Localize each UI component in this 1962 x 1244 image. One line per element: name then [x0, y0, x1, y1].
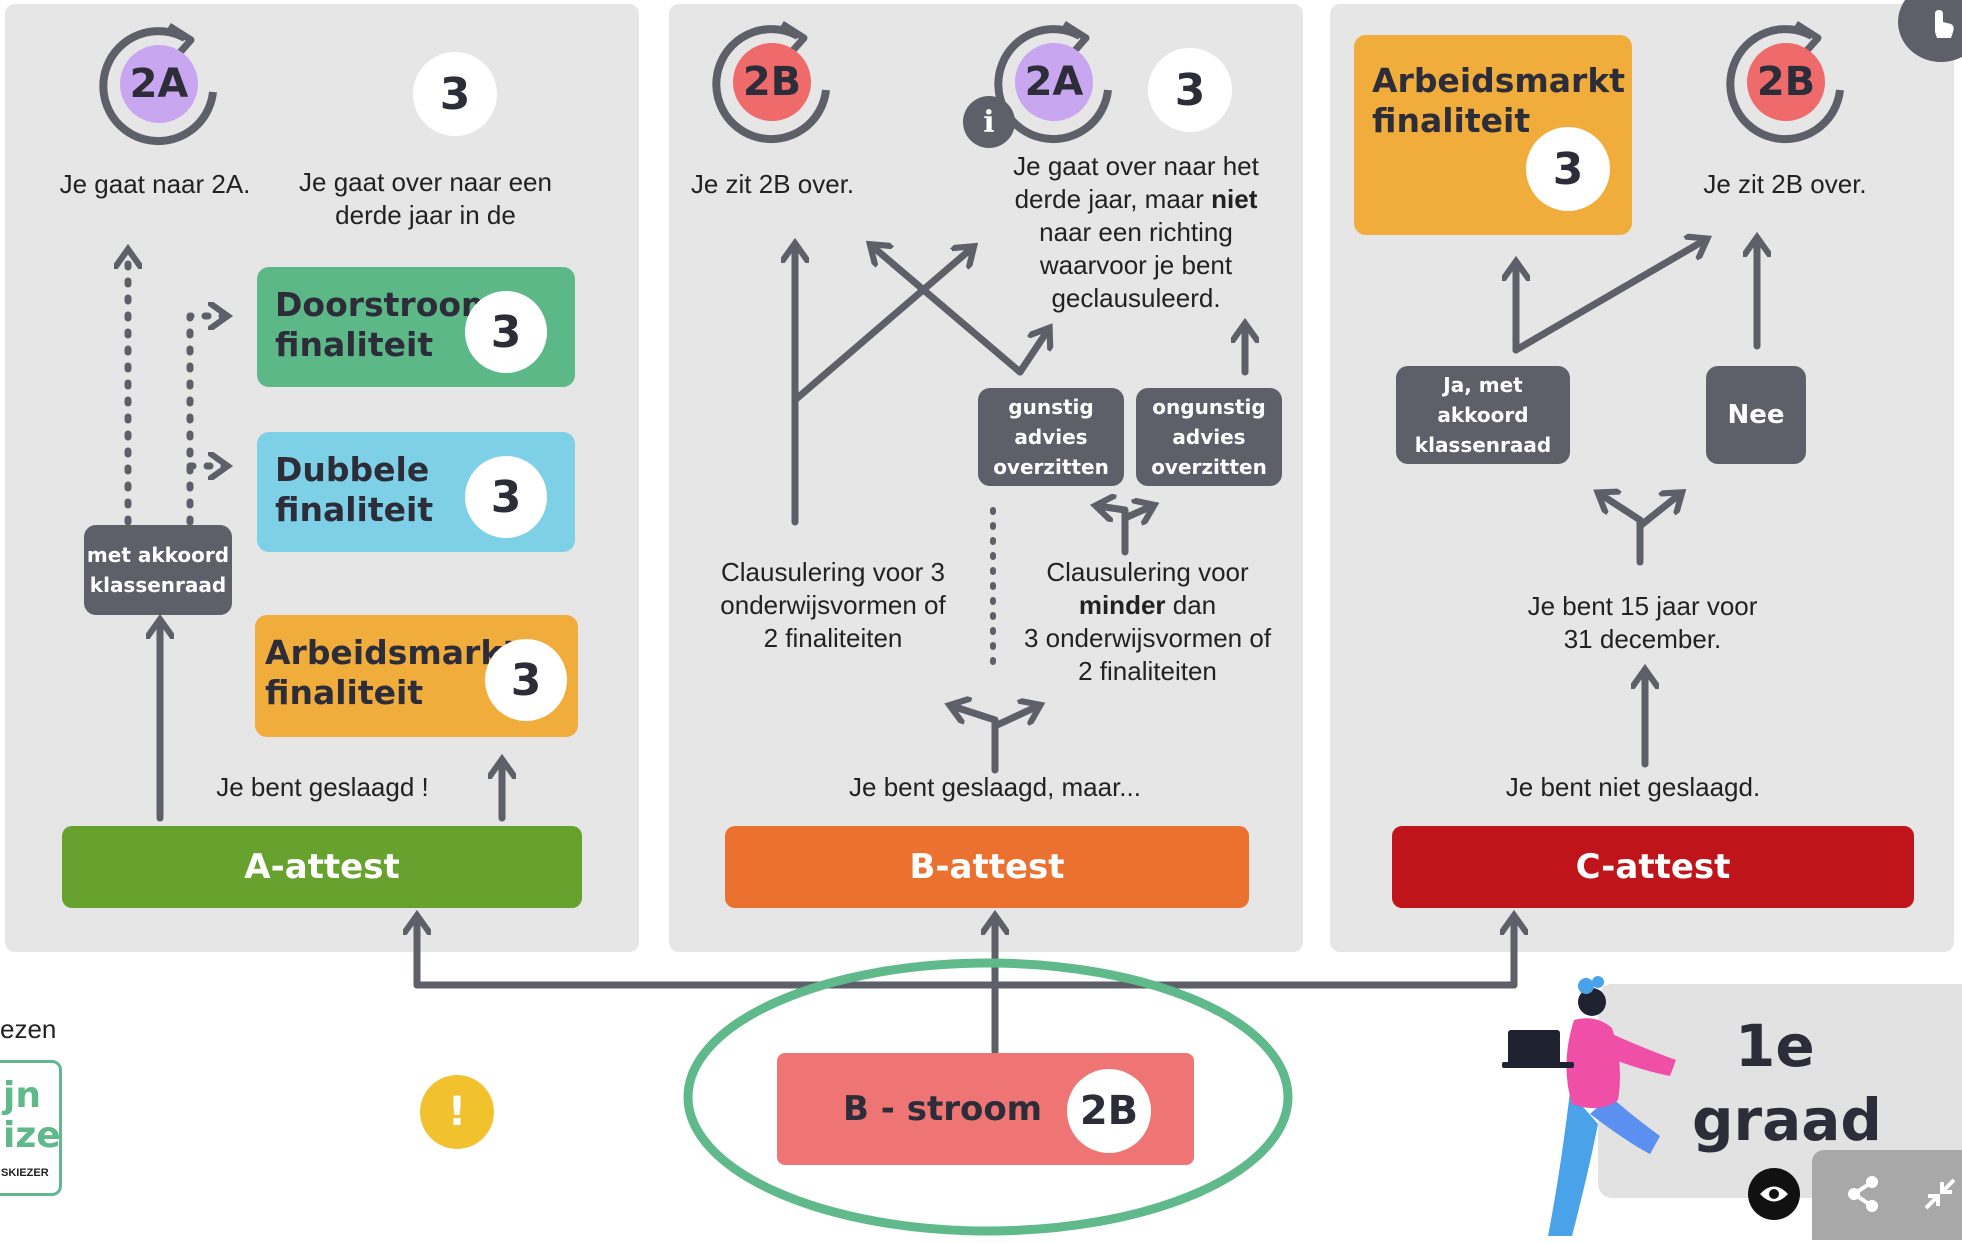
logo-small-text: SKIEZER	[1, 1167, 49, 1179]
b-stroom-label: B - stroom	[843, 1089, 1043, 1129]
arbeidsmarkt-finaliteit-box: Arbeidsmarkt finaliteit 3	[255, 615, 578, 737]
partial-text: ezen	[0, 1014, 57, 1044]
zit-over-text: Je zit 2B over.	[1703, 169, 1867, 199]
text-part: naar een richting waarvoor je bent gecla…	[1039, 217, 1233, 313]
zit-over-text: Je zit 2B over.	[690, 169, 855, 199]
a-attest-bar[interactable]: A-attest	[62, 826, 582, 908]
goto-third-clausulering-text: Je gaat over naar het derde jaar, maar n…	[1000, 150, 1272, 315]
box-number: 3	[1526, 127, 1610, 211]
eye-icon[interactable]	[1748, 1168, 1800, 1220]
c-attest-bar[interactable]: C-attest	[1392, 826, 1914, 908]
student-illustration	[1502, 976, 1676, 1236]
goto-third-text: Je gaat over naar een derde jaar in de	[299, 167, 552, 230]
arbeidsmarkt-finaliteit-box: Arbeidsmarkt finaliteit 3	[1354, 35, 1632, 235]
box-label: Arbeidsmarkt finaliteit	[265, 633, 519, 712]
box-number: 3	[465, 291, 547, 373]
badge-2a: 2A	[1015, 43, 1093, 121]
text-part: 3 onderwijsvormen of 2 finaliteiten	[1023, 623, 1272, 686]
goto-2a-text: Je gaat naar 2A.	[59, 169, 251, 199]
text-part: Je gaat over naar het derde jaar, maar	[1013, 151, 1259, 214]
geslaagd-maar-text: Je bent geslaagd, maar...	[849, 772, 1141, 802]
badge-2b: 2B	[1747, 43, 1825, 121]
badge-2a: 2A	[120, 45, 198, 123]
redo-arrow-icon: 2B	[1722, 16, 1852, 146]
text-bold: minder	[1078, 590, 1166, 620]
collapse-icon[interactable]	[1920, 1174, 1960, 1214]
ongunstig-advies-label: ongunstig advies overzitten	[1136, 388, 1282, 486]
b-stroom-box[interactable]: B - stroom 2B	[777, 1053, 1194, 1165]
clausulering-left-text: Clausulering voor 3 onderwijsvormen of 2…	[720, 557, 946, 653]
graad-title-2: graad	[1692, 1086, 1882, 1154]
b-stroom-badge: 2B	[1067, 1069, 1151, 1153]
warning-icon[interactable]: !	[420, 1075, 494, 1149]
redo-arrow-icon: 2A	[95, 18, 225, 148]
ja-akkoord-label: Ja, met akkoord klassenraad	[1396, 366, 1570, 464]
badge-2b: 2B	[733, 43, 811, 121]
redo-arrow-icon: 2A	[990, 16, 1120, 146]
text-part: Clausulering voor	[1046, 557, 1249, 587]
clausulering-right-text: Clausulering voor minder dan 3 onderwijs…	[1020, 556, 1275, 688]
box-label: Dubbele finaliteit	[275, 450, 434, 529]
info-icon[interactable]: i	[963, 96, 1015, 148]
akkoord-klassenraad-label: met akkoord klassenraad	[84, 525, 232, 615]
text-part: dan	[1165, 590, 1217, 620]
geslaagd-text: Je bent geslaagd !	[216, 772, 429, 802]
badge-3: 3	[1148, 48, 1232, 132]
badge-3: 3	[413, 52, 497, 136]
logo-text: jn	[3, 1075, 41, 1116]
logo-text: ize	[3, 1115, 61, 1156]
redo-arrow-icon: 2B	[708, 16, 838, 146]
box-number: 3	[465, 456, 547, 538]
box-label: Arbeidsmarkt finaliteit	[1372, 61, 1626, 140]
share-icon[interactable]	[1844, 1174, 1884, 1214]
gunstig-advies-label: gunstig advies overzitten	[978, 388, 1124, 486]
b-attest-bar[interactable]: B-attest	[725, 826, 1249, 908]
partial-logo: jn ize SKIEZER	[0, 1060, 62, 1196]
nee-label: Nee	[1706, 366, 1806, 464]
vijftien-jaar-text: Je bent 15 jaar voor 31 december.	[1527, 591, 1758, 654]
box-label: Doorstroom finaliteit	[275, 285, 496, 364]
dubbele-finaliteit-box: Dubbele finaliteit 3	[257, 432, 575, 552]
doorstroom-finaliteit-box: Doorstroom finaliteit 3	[257, 267, 575, 387]
text-bold: niet	[1211, 184, 1258, 214]
box-number: 3	[485, 639, 567, 721]
niet-geslaagd-text: Je bent niet geslaagd.	[1505, 772, 1761, 802]
graad-title-1: 1e	[1735, 1012, 1815, 1080]
